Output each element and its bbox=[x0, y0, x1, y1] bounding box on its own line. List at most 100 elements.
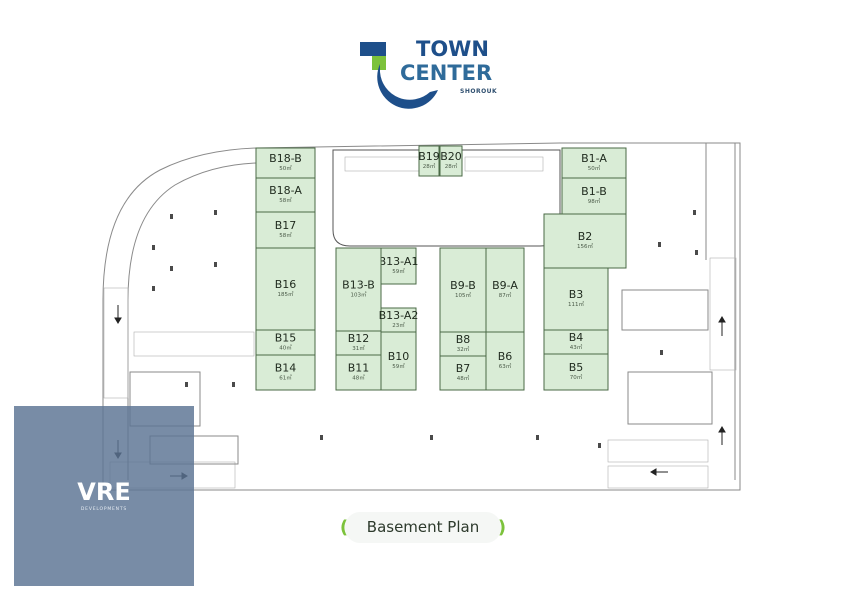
traffic-arrows bbox=[114, 305, 726, 480]
unit-shape[interactable] bbox=[561, 177, 627, 215]
unit-name: B19 bbox=[418, 150, 440, 163]
unit-area: 31㎡ bbox=[352, 344, 365, 352]
unit-area: 58㎡ bbox=[279, 231, 292, 239]
unit-area: 59㎡ bbox=[392, 362, 405, 370]
unit-shape[interactable] bbox=[380, 247, 417, 285]
logo-line2: CENTER bbox=[400, 61, 492, 85]
unit-area: 70㎡ bbox=[570, 373, 583, 381]
unit-name: B13-A2 bbox=[379, 309, 419, 322]
unit-shape[interactable] bbox=[335, 330, 382, 356]
unit-name: B14 bbox=[275, 362, 297, 375]
unit-shape[interactable] bbox=[380, 307, 417, 333]
unit-area: 32㎡ bbox=[457, 345, 470, 353]
unit-area: 48㎡ bbox=[352, 374, 365, 382]
unit-name: B15 bbox=[275, 332, 297, 345]
unit-shape[interactable] bbox=[439, 355, 487, 391]
building-outline bbox=[102, 142, 741, 491]
unit-name: B9-A bbox=[492, 279, 518, 292]
vre-watermark: VRE DEVELOPMENTS bbox=[14, 406, 194, 586]
unit-name: B13-A1 bbox=[379, 255, 419, 268]
unit-area: 50㎡ bbox=[279, 164, 292, 172]
unit-name: B1-A bbox=[581, 152, 607, 165]
unit-shape[interactable] bbox=[561, 147, 627, 179]
unit-area: 48㎡ bbox=[457, 374, 470, 382]
unit-shape[interactable] bbox=[543, 329, 609, 355]
unit-shape[interactable] bbox=[380, 331, 417, 391]
town-center-logo: TOWN CENTER SHOROUK bbox=[360, 37, 497, 109]
unit-shape[interactable] bbox=[439, 331, 487, 357]
unit-shape[interactable] bbox=[439, 145, 463, 177]
unit-shape[interactable] bbox=[255, 147, 316, 179]
unit-area: 185㎡ bbox=[278, 290, 294, 298]
unit-name: B10 bbox=[388, 350, 410, 363]
unit-name: B9-B bbox=[450, 279, 476, 292]
unit-shape[interactable] bbox=[485, 331, 525, 391]
unit-area: 43㎡ bbox=[570, 343, 583, 351]
plan-label-pill bbox=[345, 512, 501, 543]
unit-name: B1-B bbox=[581, 185, 607, 198]
unit-name: B6 bbox=[498, 350, 513, 363]
unit-shape[interactable] bbox=[543, 353, 609, 391]
unit-area: 50㎡ bbox=[588, 164, 601, 172]
unit-name: B18-B bbox=[269, 152, 302, 165]
unit-shape[interactable] bbox=[255, 354, 316, 391]
plan-label-left-bracket: ( bbox=[340, 517, 348, 538]
unit-name: B4 bbox=[569, 331, 584, 344]
unit-area: 23㎡ bbox=[392, 321, 405, 329]
unit-area: 98㎡ bbox=[588, 197, 601, 205]
unit-shape[interactable] bbox=[439, 247, 487, 333]
unit-shape[interactable] bbox=[543, 267, 609, 331]
watermark-sub: DEVELOPMENTS bbox=[81, 506, 127, 512]
unit-shape[interactable] bbox=[255, 177, 316, 213]
logo-swoosh-icon bbox=[377, 64, 438, 109]
watermark-main: VRE bbox=[77, 478, 130, 506]
logo-line3: SHOROUK bbox=[460, 88, 497, 95]
unit-area: 28㎡ bbox=[445, 162, 458, 170]
unit-area: 61㎡ bbox=[279, 374, 292, 382]
logo-block-icon bbox=[360, 42, 386, 56]
unit-area: 28㎡ bbox=[423, 162, 436, 170]
unit-area: 63㎡ bbox=[499, 362, 512, 370]
unit-name: B8 bbox=[456, 333, 471, 346]
unit-name: B12 bbox=[348, 332, 370, 345]
unit-shape[interactable] bbox=[335, 247, 382, 332]
unit-area: 105㎡ bbox=[455, 291, 471, 299]
unit-area: 103㎡ bbox=[351, 291, 367, 299]
unit-shape[interactable] bbox=[255, 247, 316, 331]
unit-shape[interactable] bbox=[418, 145, 440, 177]
unit-name: B18-A bbox=[269, 184, 302, 197]
unit-name: B5 bbox=[569, 361, 584, 374]
plan-label-text: Basement Plan bbox=[367, 518, 479, 536]
plan-label: ( ) Basement Plan bbox=[340, 512, 506, 543]
unit-shape[interactable] bbox=[485, 247, 525, 333]
unit-name: B2 bbox=[578, 230, 593, 243]
unit-area: 58㎡ bbox=[279, 196, 292, 204]
unit-name: B13-B bbox=[342, 279, 375, 292]
